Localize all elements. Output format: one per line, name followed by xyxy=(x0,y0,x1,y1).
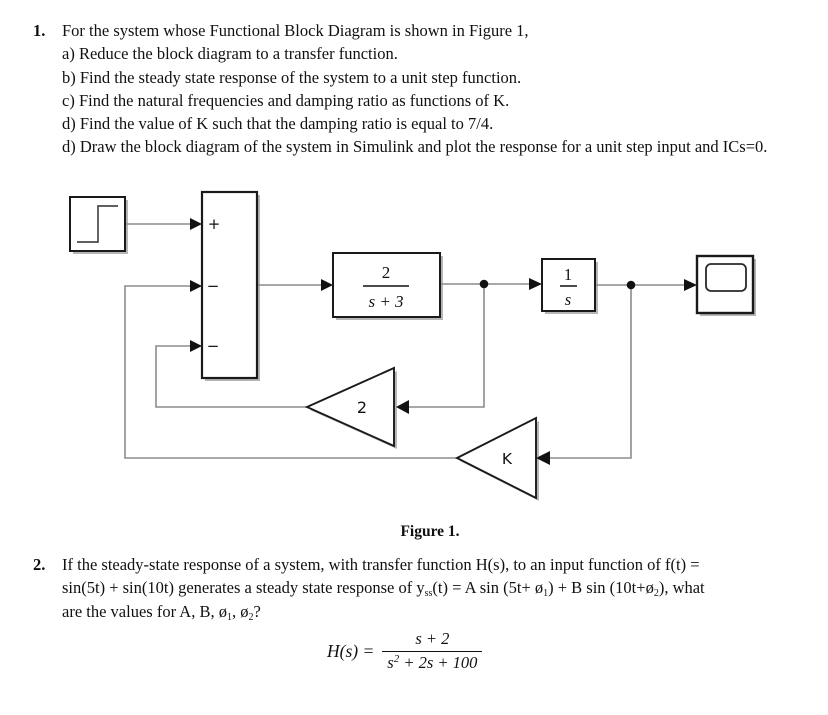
integrator-denominator: s xyxy=(565,290,571,309)
equation-fraction: s + 2 s2 + 2s + 100 xyxy=(382,629,483,673)
question-2-line3: are the values for A, B, ø1, ø2? xyxy=(62,601,261,623)
integrator-numerator: 1 xyxy=(564,265,572,284)
question-1-item-c: c) Find the natural frequencies and damp… xyxy=(62,90,510,110)
question-2-number: 2. xyxy=(33,555,46,574)
phi2-subscript: 2 xyxy=(653,588,659,600)
phi1-subscript: 1 xyxy=(543,588,549,600)
figure-caption: Figure 1. xyxy=(400,523,460,540)
transfer-function-block xyxy=(332,252,441,318)
signal-lines xyxy=(124,223,684,459)
line-branch1-to-gain2 xyxy=(409,284,485,408)
equation-lhs: H(s) = xyxy=(327,640,375,661)
sum-minus-sign-2: − xyxy=(207,337,220,355)
question-1-item-d1: d) Find the value of K such that the dam… xyxy=(62,114,494,134)
phi1-subscript-2: 1 xyxy=(226,611,232,623)
sum-minus-sign-1: − xyxy=(207,277,220,295)
question-1-intro: For the system whose Functional Block Di… xyxy=(62,21,529,40)
question-1-item-b: b) Find the steady state response of the… xyxy=(62,67,522,87)
arrowhead-sum-input3 xyxy=(190,340,202,352)
question-2-line1: If the steady-state response of a system… xyxy=(62,555,700,574)
arrowhead-gain2-input xyxy=(396,400,409,414)
sum-plus-sign: + xyxy=(208,215,221,233)
block-shadows xyxy=(73,195,756,501)
question-1-item-a: a) Reduce the block diagram to a transfe… xyxy=(62,44,398,64)
tf-numerator: 2 xyxy=(382,263,391,282)
arrowhead-sum-input1 xyxy=(190,218,202,230)
line-gain2-to-sum xyxy=(155,345,307,408)
equation-denominator: s2 + 2s + 100 xyxy=(382,651,483,673)
s-squared-exponent: 2 xyxy=(393,653,400,665)
gain-k-label: K xyxy=(502,450,513,468)
step-waveform-icon xyxy=(77,205,118,243)
scope-screen xyxy=(705,263,747,292)
branch-dot-2 xyxy=(626,280,636,290)
question-2-line2: sin(5t) + sin(10t) generates a steady st… xyxy=(62,578,705,600)
arrowhead-tf-input xyxy=(321,279,333,291)
equation-numerator: s + 2 xyxy=(415,629,450,648)
arrowhead-sum-input2 xyxy=(190,280,202,292)
gain-2-label: 2 xyxy=(357,398,367,417)
yss-subscript: ss xyxy=(424,588,433,600)
sum-block xyxy=(200,190,259,380)
branch-dot-1 xyxy=(479,279,489,289)
integrator-block xyxy=(541,258,596,312)
line-branch2-to-gainK xyxy=(549,285,632,459)
arrowhead-gainK-input xyxy=(536,451,550,465)
phi2-subscript-2: 2 xyxy=(248,611,254,623)
gain-2-triangle xyxy=(304,366,395,448)
question-1-number: 1. xyxy=(33,21,46,40)
gain-k-triangle xyxy=(454,416,537,500)
question-1-item-d2: d) Draw the block diagram of the system … xyxy=(62,137,768,157)
tf-denominator: s + 3 xyxy=(368,292,403,311)
arrowhead-scope-input xyxy=(684,279,697,291)
transfer-function-equation: H(s) = s + 2 s2 + 2s + 100 xyxy=(327,629,483,673)
line-gainK-to-sum xyxy=(124,285,457,459)
arrowhead-integrator-input xyxy=(529,278,542,290)
